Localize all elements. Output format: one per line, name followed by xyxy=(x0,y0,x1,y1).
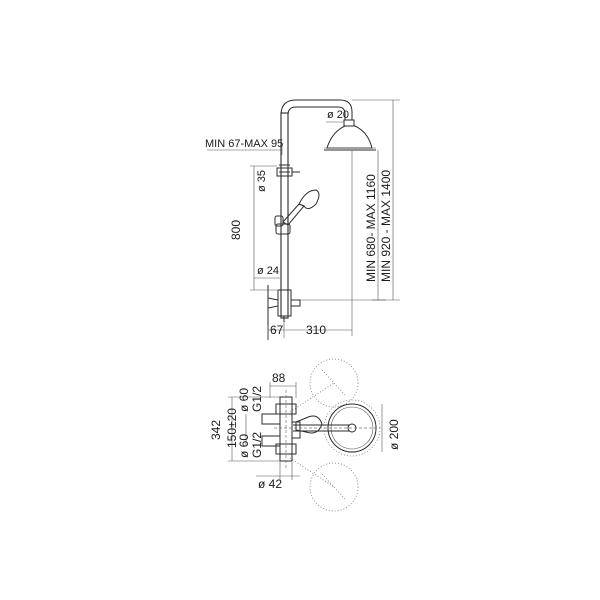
hand-shower-top xyxy=(295,415,323,434)
dim-min680-max1160: MIN 680- MAX 1160 xyxy=(364,174,378,282)
dim-dia-60-bottom: ø 60 xyxy=(237,434,251,458)
dim-67-label: 67 xyxy=(270,323,284,337)
shower-arm xyxy=(280,99,353,120)
dim-150: 150±20 xyxy=(225,408,239,448)
dim-dia-24: ø 24 xyxy=(257,265,279,277)
dim-dia-35: ø 35 xyxy=(256,170,268,192)
dim-dia-42: ø 42 xyxy=(258,477,282,491)
valve-rotation-upper xyxy=(309,358,359,408)
dim-342: 342 xyxy=(209,420,223,440)
dim-g12-bottom: G1/2 xyxy=(250,432,264,458)
dim-g12-top: G1/2 xyxy=(250,386,264,412)
shower-head-side xyxy=(324,119,376,151)
dim-310: 310 xyxy=(306,323,326,337)
valve-rotation-lower xyxy=(309,462,359,512)
elevation-view: MIN 67-MAX 95 ø 20 ø 35 800 ø 24 67 310 … xyxy=(205,99,400,340)
mixer-plan xyxy=(261,396,301,462)
plan-view: 88 342 150±20 ø 60 G1/2 ø 60 G1/2 ø 42 ø… xyxy=(209,358,401,512)
dim-800: 800 xyxy=(229,220,243,240)
dim-dia-60-top: ø 60 xyxy=(237,388,251,412)
dim-88: 88 xyxy=(272,371,286,385)
dim-min67-max95: MIN 67-MAX 95 xyxy=(205,138,283,150)
wall-bracket-upper xyxy=(276,167,300,177)
hand-shower-slider xyxy=(274,215,291,235)
dim-dia-200: ø 200 xyxy=(387,419,401,450)
dim-dia-20: ø 20 xyxy=(327,109,349,121)
dim-min920-max1400: MIN 920 - MAX 1400 xyxy=(379,170,393,282)
hand-shower xyxy=(282,189,320,226)
shower-arm-inner xyxy=(287,106,346,120)
